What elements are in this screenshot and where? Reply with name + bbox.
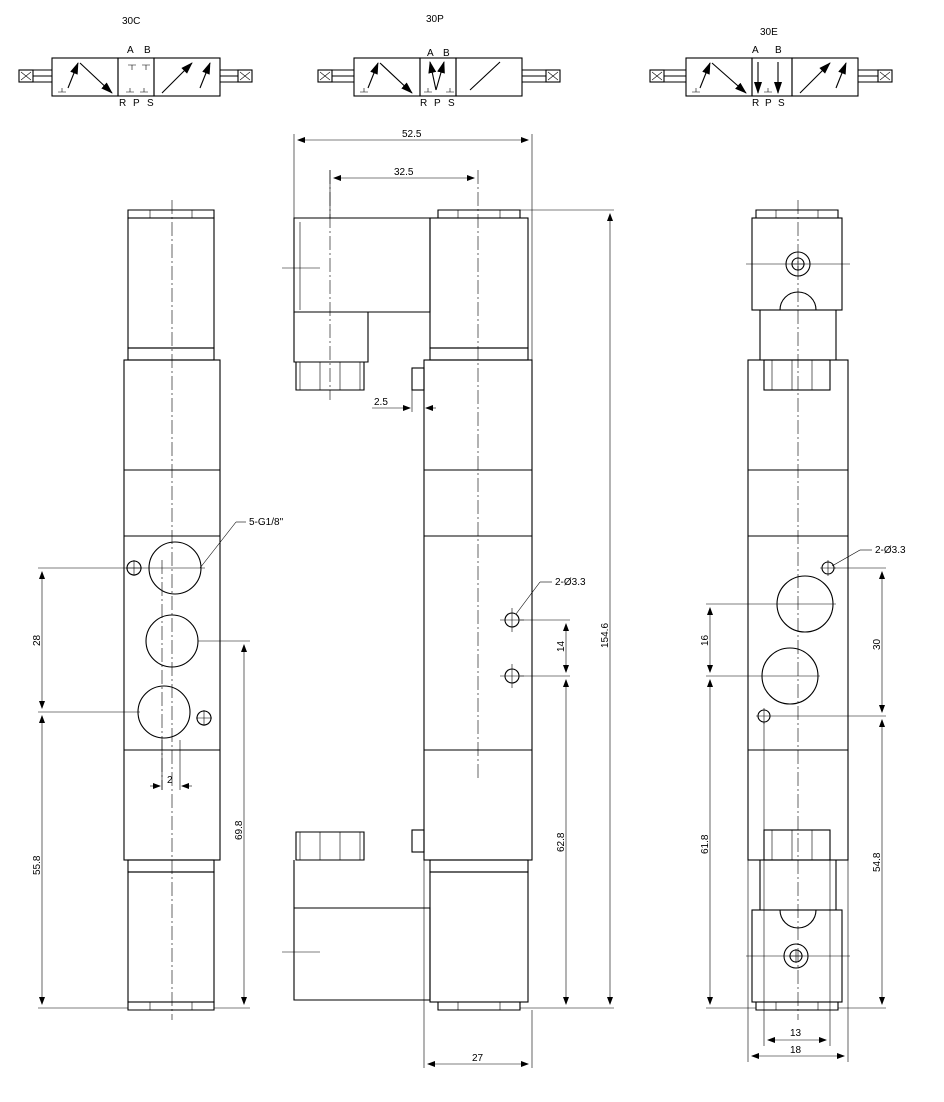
port-s-label: S <box>147 98 154 109</box>
valve-symbol-30c: 30C A B R P S <box>18 16 253 109</box>
dim-54-8: 54.8 <box>872 852 883 872</box>
dim-154-6: 154.6 <box>600 623 611 648</box>
dim-32-5: 32.5 <box>394 167 414 178</box>
dim-14: 14 <box>556 640 567 652</box>
port-r-label: R <box>119 98 126 109</box>
symbol-title-30e: 30E <box>760 27 778 38</box>
dim-18: 18 <box>790 1045 802 1056</box>
port-r-label: R <box>752 98 759 109</box>
port-a-label: A <box>427 48 434 59</box>
front-view-dimensions: 28 55.8 69.8 2 5-G1/8" <box>32 517 284 1009</box>
port-p-label: P <box>434 98 441 109</box>
side-view-dimensions: 52.5 32.5 2.5 154.6 14 62.8 27 2-Ø3.3 <box>293 129 614 1068</box>
dim-27: 27 <box>472 1053 484 1064</box>
port-r-label: R <box>420 98 427 109</box>
dim-52-5: 52.5 <box>402 129 422 140</box>
dim-13: 13 <box>790 1028 802 1039</box>
valve-symbol-30e: 30E A B R P S <box>649 27 893 109</box>
port-p-label: P <box>133 98 140 109</box>
port-a-label: A <box>752 45 759 56</box>
port-s-label: S <box>448 98 455 109</box>
rear-view-dimensions: 16 61.8 30 54.8 13 18 2-Ø3.3 <box>700 545 906 1062</box>
dim-28: 28 <box>32 634 43 646</box>
dim-30: 30 <box>872 638 883 650</box>
port-b-label: B <box>443 48 450 59</box>
port-callout: 5-G1/8" <box>249 517 284 528</box>
dim-61-8: 61.8 <box>700 834 711 854</box>
front-view <box>123 200 221 1020</box>
port-a-label: A <box>127 45 134 56</box>
symbol-title-30p: 30P <box>426 14 444 25</box>
dim-2: 2 <box>167 775 173 786</box>
dim-2-5: 2.5 <box>374 397 388 408</box>
dim-55-8: 55.8 <box>32 855 43 875</box>
hole-callout: 2-Ø3.3 <box>875 545 906 556</box>
port-b-label: B <box>144 45 151 56</box>
dim-69-8: 69.8 <box>234 820 245 840</box>
dim-16: 16 <box>700 634 711 646</box>
dim-62-8: 62.8 <box>556 832 567 852</box>
rear-view <box>746 200 850 1020</box>
symbol-title-30c: 30C <box>122 16 140 27</box>
port-b-label: B <box>775 45 782 56</box>
port-s-label: S <box>778 98 785 109</box>
valve-symbol-30p: 30P A B R P S <box>317 14 561 109</box>
hole-callout: 2-Ø3.3 <box>555 577 586 588</box>
port-p-label: P <box>765 98 772 109</box>
side-view <box>282 170 533 1011</box>
